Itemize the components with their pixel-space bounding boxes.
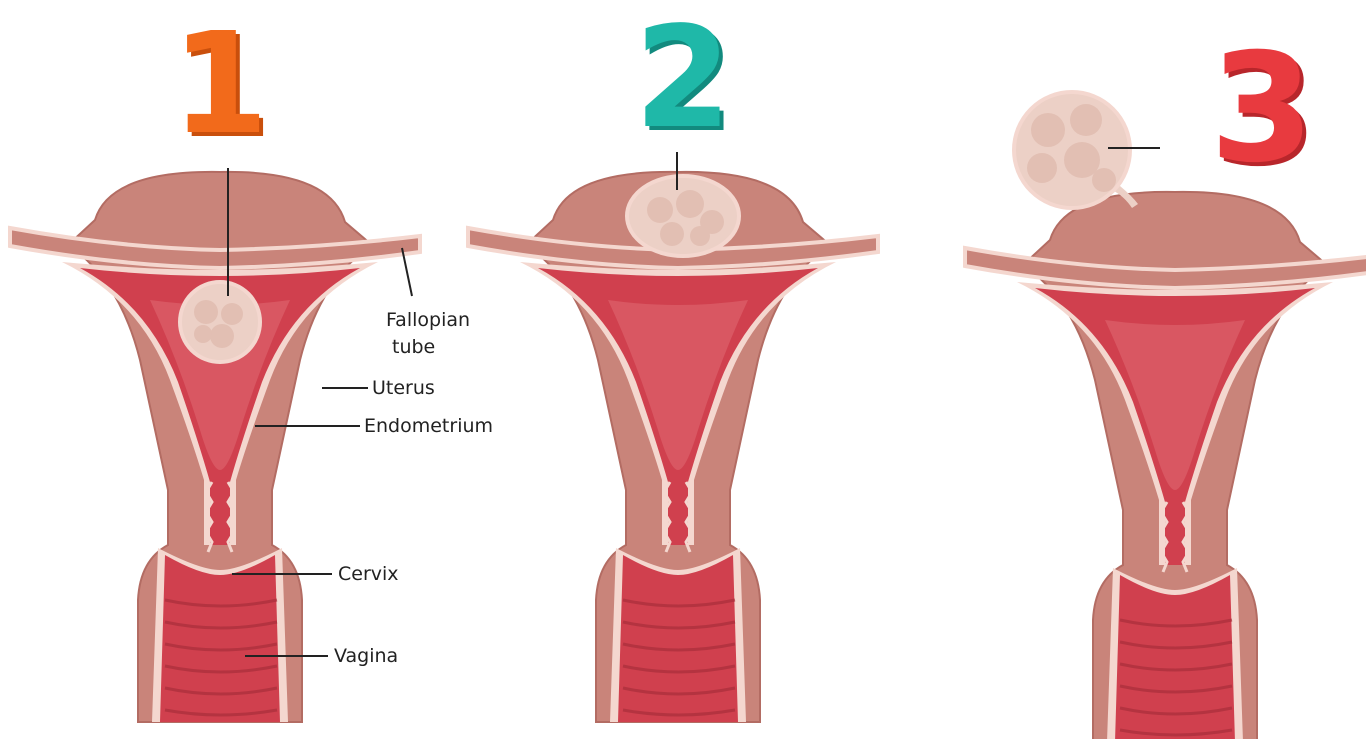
label-endometrium: Endometrium (364, 415, 493, 437)
uterus-illustration-1 (10, 172, 420, 722)
fibroid-pedunculated (1014, 92, 1138, 208)
fibroid-submucosal (180, 282, 260, 362)
label-uterus: Uterus (372, 377, 435, 399)
label-fallopian-tube-2: tube (392, 336, 435, 358)
label-vagina: Vagina (334, 645, 398, 667)
fibroid-intramural (627, 176, 739, 256)
panel-2: 2 2 (468, 0, 878, 722)
label-cervix: Cervix (338, 563, 399, 585)
label-fallopian-tube-1: Fallopian (386, 309, 470, 331)
uterus-illustration-3 (965, 192, 1366, 739)
panel-number-2: 2 (634, 0, 731, 160)
panel-number-1: 1 (171, 3, 268, 166)
panel-number-3: 3 (1210, 22, 1314, 196)
panel-1: 1 1 Fallopian tube Uterus Endometrium Ce… (10, 3, 493, 722)
panel-3: 3 3 (965, 22, 1366, 739)
